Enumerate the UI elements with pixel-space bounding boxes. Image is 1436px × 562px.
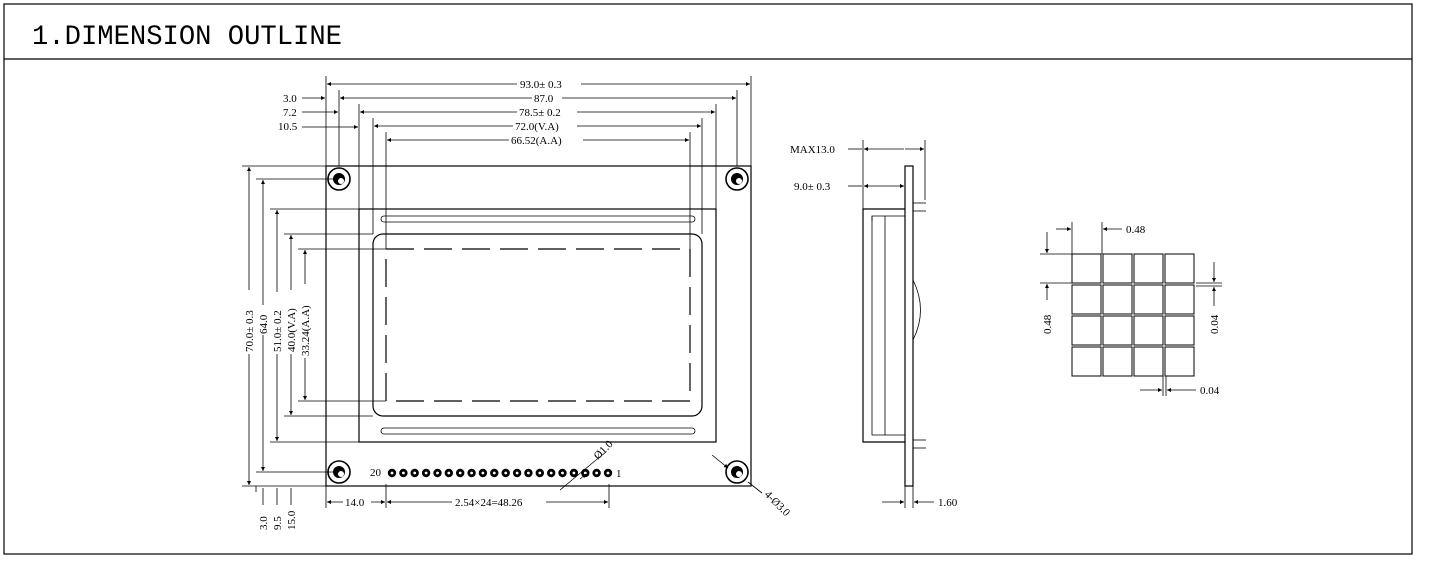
dot-cell — [1164, 253, 1195, 284]
pin-row — [387, 468, 613, 478]
dot-detail: 0.48 0.48 0.04 0.04 — [1040, 222, 1222, 397]
drawing-frame — [3, 3, 1413, 555]
pin-last-label: 1 — [616, 468, 622, 480]
dot-cell — [1102, 284, 1133, 315]
top-light-bar — [380, 215, 696, 223]
side-module-body — [862, 208, 905, 443]
dim-width-78: 78.5± 0.2 — [519, 107, 561, 119]
dot-cell — [1102, 346, 1133, 377]
dot-cell — [1102, 315, 1133, 346]
pcb-outline — [325, 165, 752, 487]
thickness-label: 9.0± 0.3 — [794, 181, 831, 193]
dim-height-va: 40.0(V.A) — [286, 308, 298, 352]
offset-bottom-15-0: 15.0 — [286, 510, 298, 530]
dot-height-label: 0.48 — [1042, 314, 1054, 334]
side-view: MAX13.0 9.0± 0.3 1.60 — [790, 140, 958, 509]
pcb-thickness-label: 1.60 — [938, 497, 958, 509]
gap-horizontal-label: 0.04 — [1200, 385, 1220, 397]
dot-width-label: 0.48 — [1126, 224, 1146, 236]
dim-height-70: 70.0± 0.3 — [244, 310, 256, 352]
bezel-outline — [358, 208, 717, 443]
dot-cell — [1133, 315, 1164, 346]
page-title: 1.DIMENSION OUTLINE — [32, 22, 342, 53]
dim-height-64: 64.0 — [258, 314, 270, 334]
dot-cell — [1133, 346, 1164, 377]
active-area — [385, 248, 691, 402]
dot-cell — [1071, 346, 1102, 377]
max-thickness-label: MAX13.0 — [790, 144, 835, 156]
offset-3-0: 3.0 — [283, 93, 297, 105]
dim-height-aa: 33.24(A.A) — [300, 305, 312, 356]
dim-width-va: 72.0(V.A) — [515, 121, 559, 133]
dim-pin-offset: 14.0 — [345, 497, 365, 509]
dot-cell — [1071, 315, 1102, 346]
dim-pin-pitch: 2.54×24=48.26 — [455, 497, 523, 509]
front-view: 20 1 Ø1.0 4-Ø3.0 93.0± 0.3 87.0 78.5± 0.… — [242, 76, 793, 530]
mount-hole-label: 4-Ø3.0 — [762, 489, 793, 520]
dot-cell — [1071, 253, 1102, 284]
pin-first-label: 20 — [370, 467, 382, 479]
bottom-light-bar — [380, 427, 696, 435]
offset-7-2: 7.2 — [283, 107, 297, 119]
dot-cell — [1133, 253, 1164, 284]
dot-cell — [1164, 284, 1195, 315]
side-pcb — [904, 165, 914, 487]
mount-hole — [725, 460, 749, 484]
dot-cell — [1164, 315, 1195, 346]
dot-cell — [1133, 284, 1164, 315]
dot-cell — [1071, 284, 1102, 315]
dot-cell — [1164, 346, 1195, 377]
offset-bottom-9-5: 9.5 — [272, 516, 284, 530]
dim-height-51: 51.0± 0.2 — [272, 310, 284, 352]
offset-10-5: 10.5 — [278, 121, 298, 133]
gap-vertical-label: 0.04 — [1209, 314, 1221, 334]
dot-cell — [1102, 253, 1133, 284]
dim-width-87: 87.0 — [534, 93, 554, 105]
viewing-area — [372, 233, 703, 417]
offset-bottom-3-0: 3.0 — [258, 516, 270, 530]
mount-hole — [725, 167, 749, 191]
dim-width-aa: 66.52(A.A) — [511, 135, 562, 147]
dim-width-93: 93.0± 0.3 — [520, 79, 562, 91]
dot-matrix — [1071, 253, 1195, 377]
